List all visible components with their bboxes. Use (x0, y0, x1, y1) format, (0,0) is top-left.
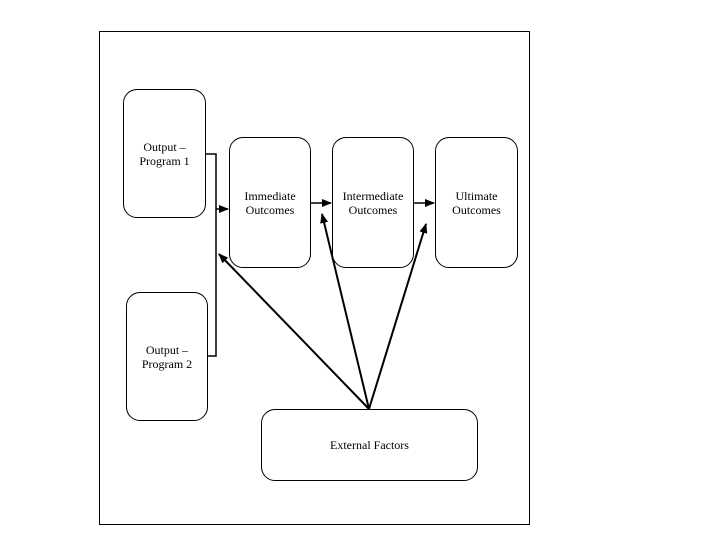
immediate-outcomes-line-1: Immediate (244, 188, 296, 203)
intermediate-outcomes-line-1: Intermediate (342, 188, 404, 203)
immediate-outcomes-box: Immediate Outcomes (229, 137, 311, 268)
external-to-ultimate-arrow (368, 223, 428, 410)
ultimate-outcomes-line-1: Ultimate (455, 188, 498, 203)
output-program-2-line-2: Program 2 (141, 356, 193, 371)
output-program-1-line-2: Program 1 (139, 153, 190, 168)
external-to-intermediate-arrow (320, 213, 370, 410)
intermediate-outcomes-line-2: Outcomes (348, 202, 398, 217)
ultimate-outcomes-box: Ultimate Outcomes (435, 137, 518, 268)
external-factors-box: External Factors (261, 409, 478, 481)
output-program-1-box: Output – Program 1 (123, 89, 206, 218)
intermediate-outcomes-box: Intermediate Outcomes (332, 137, 414, 268)
output-1-connector (206, 153, 217, 357)
output-program-2-line-1: Output – (145, 342, 189, 357)
output-program-1-line-1: Output – (143, 139, 186, 154)
diagram-frame (99, 31, 530, 525)
external-factors-label: External Factors (330, 438, 409, 452)
immediate-outcomes-line-2: Outcomes (245, 202, 295, 217)
output-program-2-box: Output – Program 2 (126, 292, 208, 421)
external-to-immediate-arrow (218, 253, 370, 410)
ultimate-outcomes-line-2: Outcomes (452, 202, 501, 217)
